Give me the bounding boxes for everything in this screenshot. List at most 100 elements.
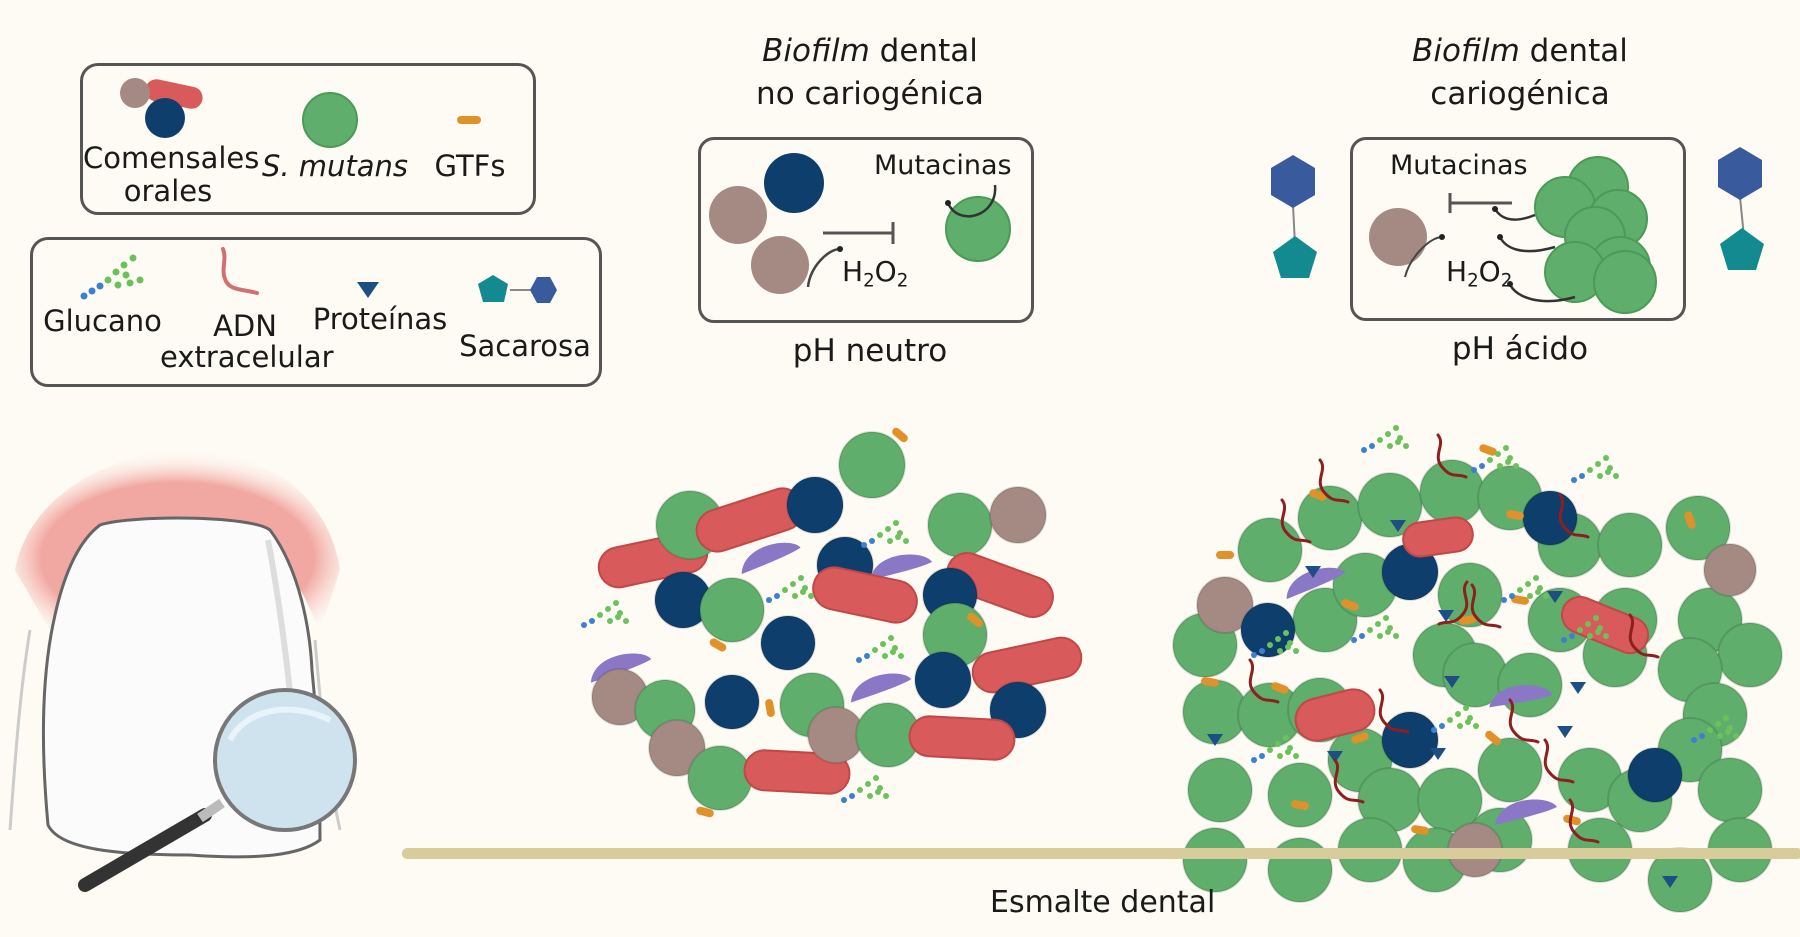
glucan-unit	[1351, 637, 1357, 643]
h2o2-arrow-2	[1508, 283, 1576, 303]
rod-bacterium	[812, 566, 918, 624]
commensal-navy-cell	[760, 615, 816, 671]
glucan-unit	[1501, 597, 1507, 603]
glucan-unit	[872, 647, 878, 653]
h2o2-arrow-1	[1498, 236, 1556, 253]
glucan-unit	[1287, 745, 1293, 751]
glucan-unit	[1707, 727, 1713, 733]
glucan-unit	[873, 775, 879, 781]
vibrio-bacterium	[850, 673, 912, 703]
gtf-enzyme	[967, 612, 983, 628]
gtf-enzyme	[1411, 825, 1429, 835]
extracellular-dna	[1437, 580, 1469, 626]
glucan-unit	[1259, 753, 1265, 759]
extracellular-dna	[1470, 583, 1502, 629]
rod-bacterium	[1402, 516, 1474, 558]
edna-icon	[221, 247, 259, 295]
gtf-enzyme	[1291, 800, 1309, 810]
s-mutans-cell	[1237, 517, 1303, 583]
rod-bacterium	[971, 636, 1083, 694]
protein	[1390, 520, 1406, 532]
glucan-unit	[1259, 648, 1265, 654]
h2o2-o: O	[874, 255, 897, 288]
h2o2-o: O	[1478, 255, 1501, 288]
glucan-unit	[1439, 723, 1445, 729]
protein	[1557, 726, 1573, 738]
glucan-unit	[867, 793, 873, 799]
glucan-unit	[1283, 735, 1289, 741]
glucan-unit	[1503, 445, 1509, 451]
glucan-unit	[1447, 717, 1453, 723]
protein	[1662, 876, 1678, 888]
cariogenic-mutacins-label: Mutacinas	[1390, 150, 1528, 181]
glucan-unit	[1431, 727, 1437, 733]
s-mutans-cell	[1697, 757, 1763, 823]
glucan-unit	[841, 797, 847, 803]
vibrio-bacterium	[741, 542, 801, 575]
glucan-unit	[1577, 627, 1583, 633]
glucan-unit	[1387, 443, 1393, 449]
gtf-enzyme	[1485, 730, 1501, 746]
gtf-enzyme	[696, 806, 714, 818]
glucan-unit	[1375, 621, 1381, 627]
glucan-unit	[1733, 733, 1739, 739]
s-mutans-cell	[1357, 472, 1423, 538]
h2o2-secretion-arrow	[806, 247, 841, 288]
cariogenic-mechanism-box	[1350, 137, 1686, 321]
gtf-enzyme	[1309, 489, 1327, 501]
commensal-mauve-cell	[1703, 543, 1757, 597]
legend-glucan-label: Glucano	[43, 304, 162, 338]
glucan-unit	[1579, 473, 1585, 479]
rod-bacterium	[908, 715, 1016, 761]
glucan-unit	[888, 635, 894, 641]
glucan-unit	[613, 600, 619, 606]
glucan-unit	[1293, 753, 1299, 759]
extracellular-dna	[1568, 798, 1600, 844]
legend-protein-label: Proteínas	[312, 302, 448, 336]
s-mutans-cell	[838, 431, 906, 499]
glucan-unit	[790, 581, 796, 587]
glucan-unit	[1467, 715, 1473, 721]
h2o2-sub1: 2	[1467, 270, 1479, 292]
glucan-unit	[774, 593, 780, 599]
glucan-unit	[1727, 725, 1733, 731]
vibrio-bacterium	[1495, 799, 1557, 825]
glucan-unit	[1277, 753, 1283, 759]
glucan-unit	[1691, 737, 1697, 743]
tooth-illustration	[8, 450, 357, 892]
glucan-unit	[766, 597, 772, 603]
glucan-unit	[1377, 437, 1383, 443]
gtf-enzyme	[892, 427, 908, 443]
legend-edna-label-1: ADN	[213, 309, 277, 343]
gtf-enzyme	[1511, 595, 1529, 605]
s-mutans-cell	[1477, 737, 1543, 803]
glucan-unit	[1561, 637, 1567, 643]
non-cariogenic-title-italic: Biofilm	[762, 33, 870, 69]
enamel-label: Esmalte dental	[990, 885, 1216, 920]
extracellular-dna	[1318, 458, 1350, 504]
glucan-unit	[808, 593, 814, 599]
glucan-unit	[882, 653, 888, 659]
cariogenic-title-rest: dental	[1519, 33, 1628, 69]
glucan-unit	[1597, 625, 1603, 631]
glucan-unit	[1715, 721, 1721, 727]
glucan-unit	[1267, 747, 1273, 753]
glucan-unit	[1385, 431, 1391, 437]
glucan-unit	[1587, 633, 1593, 639]
glucan-unit	[1287, 640, 1293, 646]
h2o2-arrow-commensal	[1404, 236, 1443, 278]
non-cariogenic-mutacins-label: Mutacinas	[874, 150, 1012, 181]
glucan-icon	[80, 254, 144, 300]
mutacin-secretion-arrow	[946, 184, 997, 218]
glucan-unit	[892, 645, 898, 651]
extracellular-dna	[1628, 613, 1660, 659]
commensal-mauve-cell	[648, 719, 706, 777]
glucan-unit	[887, 538, 893, 544]
protein	[1547, 591, 1563, 603]
glucan-unit	[869, 538, 875, 544]
commensal-navy-cell	[1381, 711, 1439, 769]
glucan-unit	[1393, 425, 1399, 431]
glucan-unit	[1527, 593, 1533, 599]
glucan-unit	[1613, 473, 1619, 479]
protein	[1438, 610, 1454, 622]
